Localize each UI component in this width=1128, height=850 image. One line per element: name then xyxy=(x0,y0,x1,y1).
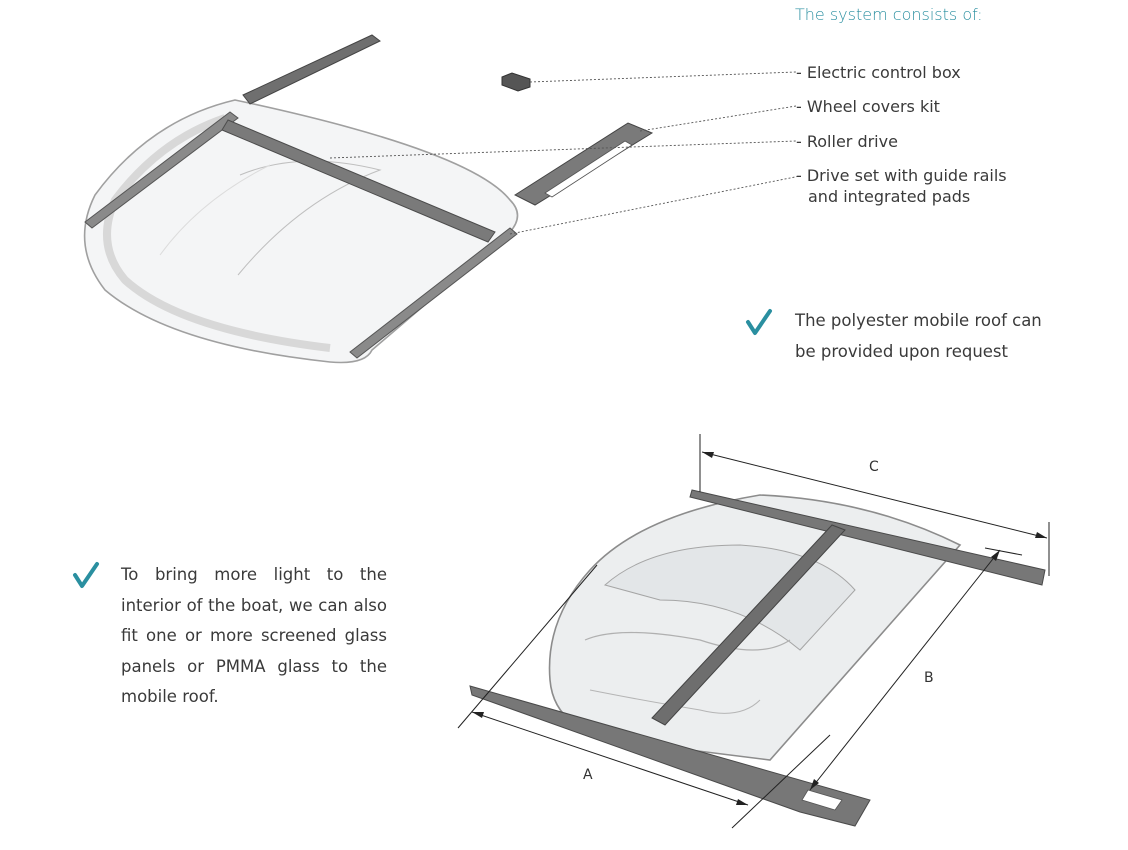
component-drive-set: - Drive set with guide rails and integra… xyxy=(796,165,1007,207)
right-guide-rail xyxy=(349,227,518,359)
left-guide-rail xyxy=(84,111,239,229)
check-icon xyxy=(73,562,99,588)
dimension-label-c: C xyxy=(869,459,879,475)
roof-assembly-illustration xyxy=(83,34,801,364)
wheel-covers-rail xyxy=(513,122,654,206)
check-icon xyxy=(746,309,772,335)
roof-panel-bottom xyxy=(548,494,962,761)
system-title: The system consists of: xyxy=(795,5,983,24)
roof-panel xyxy=(83,99,519,364)
cross-bar-bottom xyxy=(651,524,846,726)
component-wheel-covers: - Wheel covers kit xyxy=(796,97,940,116)
top-guide-rail xyxy=(242,34,381,105)
cross-bar xyxy=(221,119,496,243)
component-drive-set-line1: - Drive set with guide rails xyxy=(796,166,1007,185)
note-polyester-roof: The polyester mobile roof can be provide… xyxy=(795,311,1042,361)
control-box xyxy=(501,72,531,92)
note-glass-panels: To bring more light to the interior of t… xyxy=(121,565,387,706)
component-roller-drive: - Roller drive xyxy=(796,132,898,151)
dimension-label-b: B xyxy=(924,670,934,686)
component-drive-set-line2: and integrated pads xyxy=(808,187,971,206)
top-rail-bottom xyxy=(689,489,1046,586)
component-control-box: - Electric control box xyxy=(796,63,961,82)
dimension-label-a: A xyxy=(583,767,593,783)
bottom-rail xyxy=(469,685,871,827)
